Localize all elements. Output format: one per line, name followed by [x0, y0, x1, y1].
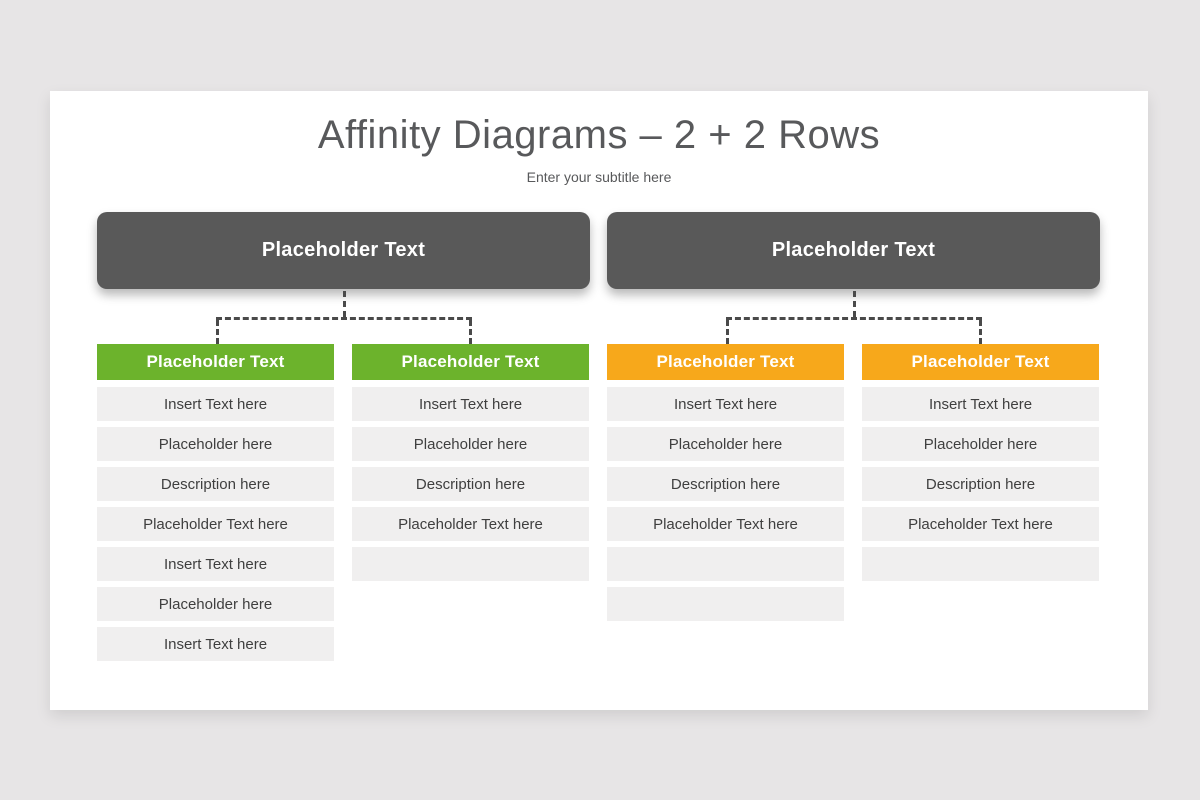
list-item: Placeholder Text here	[352, 507, 589, 541]
column-header: Placeholder Text	[352, 344, 589, 380]
list-item: Insert Text here	[352, 387, 589, 421]
connector-stub-right	[468, 320, 472, 344]
list-item: Insert Text here	[607, 387, 844, 421]
list-item: Placeholder Text here	[607, 507, 844, 541]
list-item: Description here	[97, 467, 334, 501]
list-item: Placeholder Text here	[862, 507, 1099, 541]
title-block: Affinity Diagrams – 2 + 2 Rows Enter you…	[50, 91, 1148, 185]
list-item-empty	[862, 547, 1099, 581]
list-item: Insert Text here	[97, 387, 334, 421]
connector-horizontal-line	[215, 317, 472, 320]
list-item-empty	[607, 587, 844, 621]
list-item: Description here	[352, 467, 589, 501]
connector-stub-left	[215, 320, 219, 344]
list-item: Insert Text here	[862, 387, 1099, 421]
connector-stub-left	[725, 320, 729, 344]
connector-horizontal-line	[725, 317, 982, 320]
connector-stub-center	[852, 291, 856, 317]
list-item: Placeholder here	[862, 427, 1099, 461]
dashed-connector	[97, 289, 590, 344]
slide-canvas: Affinity Diagrams – 2 + 2 Rows Enter you…	[50, 91, 1148, 710]
list-item: Placeholder here	[97, 427, 334, 461]
connector-stub-right	[978, 320, 982, 344]
page-title: Affinity Diagrams – 2 + 2 Rows	[317, 113, 881, 157]
list-item: Placeholder here	[352, 427, 589, 461]
list-item: Placeholder here	[607, 427, 844, 461]
list-item: Description here	[607, 467, 844, 501]
parent-placeholder-box: Placeholder Text	[607, 212, 1100, 289]
column-header: Placeholder Text	[607, 344, 844, 380]
list-item: Description here	[862, 467, 1099, 501]
list-item-empty	[352, 547, 589, 581]
affinity-group-left: Placeholder Text Placeholder Text Insert…	[97, 212, 590, 667]
page-subtitle: Enter your subtitle here	[526, 169, 672, 185]
list-item-empty	[607, 547, 844, 581]
list-item: Placeholder here	[97, 587, 334, 621]
parent-placeholder-box: Placeholder Text	[97, 212, 590, 289]
column-header: Placeholder Text	[862, 344, 1099, 380]
column-header: Placeholder Text	[97, 344, 334, 380]
list-item: Insert Text here	[97, 547, 334, 581]
list-item: Insert Text here	[97, 627, 334, 661]
affinity-group-right: Placeholder Text Placeholder Text Insert…	[607, 212, 1100, 667]
list-item: Placeholder Text here	[97, 507, 334, 541]
dashed-connector	[607, 289, 1100, 344]
connector-stub-center	[342, 291, 346, 317]
affinity-diagram: Placeholder Text Placeholder Text Insert…	[50, 185, 1148, 667]
